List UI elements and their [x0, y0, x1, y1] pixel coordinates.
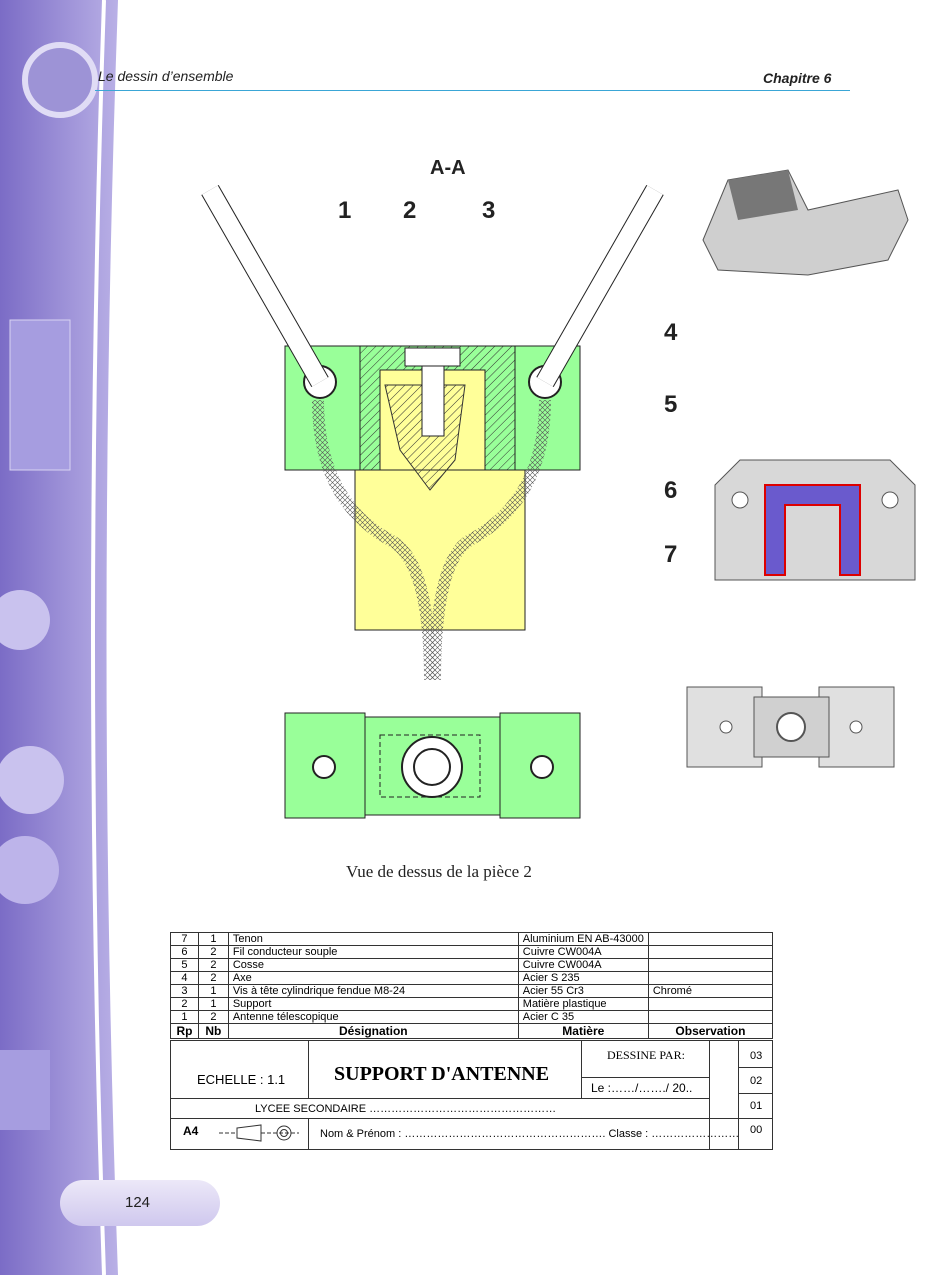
drawn-by-label: DESSINE PAR: — [607, 1048, 685, 1062]
cell-designation: Axe — [227, 971, 519, 985]
top-view-caption: Vue de dessus de la pièce 2 — [346, 862, 532, 881]
top-view-drawing — [284, 712, 581, 819]
callout-5: 5 — [664, 391, 677, 418]
decorative-side-band — [0, 0, 118, 1275]
cell-rp: 7 — [170, 932, 199, 946]
cell-observation — [647, 971, 774, 985]
cell-matiere: Aluminium EN AB-43000 — [517, 932, 649, 946]
cell-matiere: Cuivre CW004A — [517, 958, 649, 972]
section-drawing: A-A 1 2 3 4 5 6 7 — [201, 157, 678, 681]
cell-nb: 1 — [197, 997, 229, 1011]
header-section-title: Le dessin d’ensemble — [98, 68, 234, 84]
cell-rp: 3 — [170, 984, 199, 998]
callout-1: 1 — [338, 197, 351, 224]
callout-2: 2 — [403, 197, 416, 224]
cell-matiere: Matière plastique — [517, 997, 649, 1011]
school-field: LYCEE SECONDAIRE …………………………………………… — [255, 1103, 557, 1115]
cell-nb: 2 — [197, 971, 229, 985]
section-label: A-A — [430, 157, 466, 179]
cell-matiere: Acier C 35 — [517, 1010, 649, 1024]
name-class-field: Nom & Prénom : ………………………………………………. Class… — [320, 1128, 740, 1140]
cell-nb: 1 — [197, 984, 229, 998]
projection-symbol-icon — [219, 1124, 299, 1142]
header-observation: Observation — [647, 1023, 774, 1039]
cell-designation: Vis à tête cylindrique fendue M8-24 — [227, 984, 519, 998]
revision-02: 02 — [750, 1075, 763, 1087]
scale-label: ECHELLE : 1.1 — [197, 1072, 286, 1087]
callout-3: 3 — [482, 197, 495, 224]
cell-designation: Antenne télescopique — [227, 1010, 519, 1024]
cell-rp: 2 — [170, 997, 199, 1011]
cell-designation: Fil conducteur souple — [227, 945, 519, 959]
cell-observation — [647, 958, 774, 972]
cell-rp: 5 — [170, 958, 199, 972]
cell-designation: Tenon — [227, 932, 519, 946]
cell-rp: 1 — [170, 1010, 199, 1024]
cell-designation: Cosse — [227, 958, 519, 972]
revision-01: 01 — [750, 1100, 763, 1112]
cell-nb: 2 — [197, 1010, 229, 1024]
header-designation: Désignation — [227, 1023, 519, 1039]
support-3d-section-view — [714, 459, 916, 581]
header-nb: Nb — [197, 1023, 229, 1039]
callout-4: 4 — [664, 319, 678, 346]
page-number-tab — [60, 1180, 220, 1226]
cell-rp: 4 — [170, 971, 199, 985]
format-label: A4 — [183, 1124, 199, 1138]
revision-03: 03 — [750, 1050, 763, 1062]
cell-observation — [647, 997, 774, 1011]
header-matiere: Matière — [517, 1023, 649, 1039]
header-chapter: Chapitre 6 — [763, 70, 832, 86]
cell-nb: 2 — [197, 945, 229, 959]
date-field: Le :……/……./ 20.. — [591, 1081, 693, 1095]
cell-observation — [647, 932, 774, 946]
revision-00: 00 — [750, 1124, 763, 1136]
header-rule — [95, 90, 850, 91]
cell-nb: 2 — [197, 958, 229, 972]
cell-nb: 1 — [197, 932, 229, 946]
drawing-title: SUPPORT D'ANTENNE — [334, 1063, 550, 1085]
cell-matiere: Cuivre CW004A — [517, 945, 649, 959]
callout-7: 7 — [664, 541, 677, 568]
support-3d-top-view — [686, 686, 895, 768]
cell-observation — [647, 945, 774, 959]
cell-observation — [647, 1010, 774, 1024]
title-block: ECHELLE : 1.1 SUPPORT D'ANTENNE DESSINE … — [170, 1040, 773, 1150]
support-3d-view — [702, 169, 909, 276]
page-number: 124 — [125, 1194, 151, 1211]
callout-6: 6 — [664, 477, 677, 504]
cell-rp: 6 — [170, 945, 199, 959]
cell-designation: Support — [227, 997, 519, 1011]
cell-matiere: Acier S 235 — [517, 971, 649, 985]
cell-observation: Chromé — [647, 984, 774, 998]
header-rp: Rp — [170, 1023, 199, 1039]
cell-matiere: Acier 55 Cr3 — [517, 984, 649, 998]
